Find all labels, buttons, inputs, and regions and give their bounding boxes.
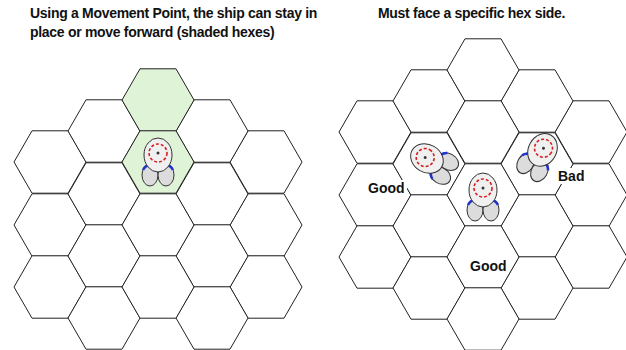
hex-cell xyxy=(122,131,194,193)
ship-icon xyxy=(404,136,462,188)
hex-cell xyxy=(447,288,519,350)
hex-cell xyxy=(122,194,194,256)
ship-icon xyxy=(467,173,499,221)
status-label: Good xyxy=(468,258,509,274)
ship-icon xyxy=(142,138,174,186)
hex-cell xyxy=(122,69,194,131)
heading-text: Must face a specific hex side. xyxy=(378,4,618,23)
hex-cell xyxy=(447,226,519,288)
hex-cell xyxy=(122,256,194,318)
hex-cell xyxy=(447,39,519,101)
hex-cell xyxy=(447,101,519,163)
status-label: Good xyxy=(366,180,407,196)
heading-text: Using a Movement Point, the ship can sta… xyxy=(30,4,320,42)
hex-cell xyxy=(447,164,519,226)
status-label: Bad xyxy=(556,168,586,184)
